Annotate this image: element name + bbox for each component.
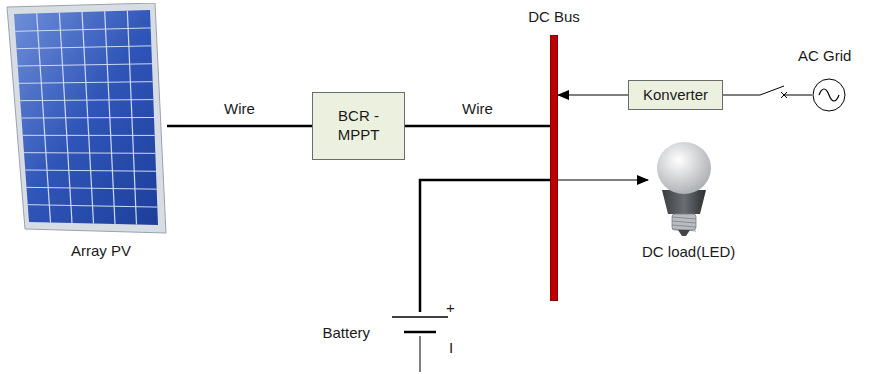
led-load: DC load(LED) (648, 138, 720, 238)
dc-bus-bar: DC Bus (550, 35, 558, 301)
cell-line (20, 100, 153, 101)
cell-line (15, 28, 150, 31)
battery-symbol: Battery (392, 312, 448, 336)
battery-plates (392, 312, 448, 336)
pv-panel-art (5, 3, 167, 235)
bulb-dome (657, 142, 711, 194)
switch-contact (781, 92, 787, 98)
battery-label: Battery (322, 324, 370, 341)
panel-frame (7, 3, 166, 233)
controller-box: BCR - MPPT (312, 92, 405, 160)
switch-lead (752, 95, 760, 96)
cell-line (18, 64, 152, 66)
cell-line (28, 205, 158, 207)
wire-connector (405, 125, 550, 128)
pv-array: Array PV (5, 3, 167, 235)
terminal-mark: + (444, 299, 457, 316)
pv-label: Array PV (71, 242, 131, 259)
cell-line (23, 135, 155, 136)
cell-line (27, 187, 157, 189)
wire-connector (420, 180, 550, 312)
box-label: Konverter (643, 86, 708, 105)
cell-line (17, 46, 152, 49)
screw-thread (672, 221, 696, 223)
panel-cells (14, 10, 158, 225)
ac-source: AC Grid (812, 78, 846, 112)
cell-line (22, 117, 155, 119)
battery-lead (420, 336, 421, 372)
switch-blade (760, 86, 784, 95)
wire-connector (167, 125, 312, 128)
cell-line (24, 152, 155, 154)
led-bulb-art (648, 138, 720, 238)
terminal-mark: I (447, 339, 455, 356)
wire-label: Wire (460, 100, 495, 117)
switch-lead (784, 95, 792, 96)
ac-source-art (812, 78, 846, 112)
wire-connector (558, 179, 648, 180)
bus-label: DC Bus (528, 8, 580, 25)
wire-connector (558, 94, 628, 95)
bulb-tip (678, 230, 690, 236)
screw-thread (672, 225, 696, 227)
load-label: DC load(LED) (642, 243, 735, 260)
grid-label: AC Grid (798, 47, 851, 64)
wire-label: Wire (222, 100, 257, 117)
cell-line (19, 82, 153, 84)
cell-line (25, 170, 156, 171)
bulb-screw (672, 214, 696, 230)
screw-thread (672, 217, 696, 219)
converter-box: Konverter (628, 80, 723, 110)
box-label: BCR - MPPT (328, 107, 390, 145)
